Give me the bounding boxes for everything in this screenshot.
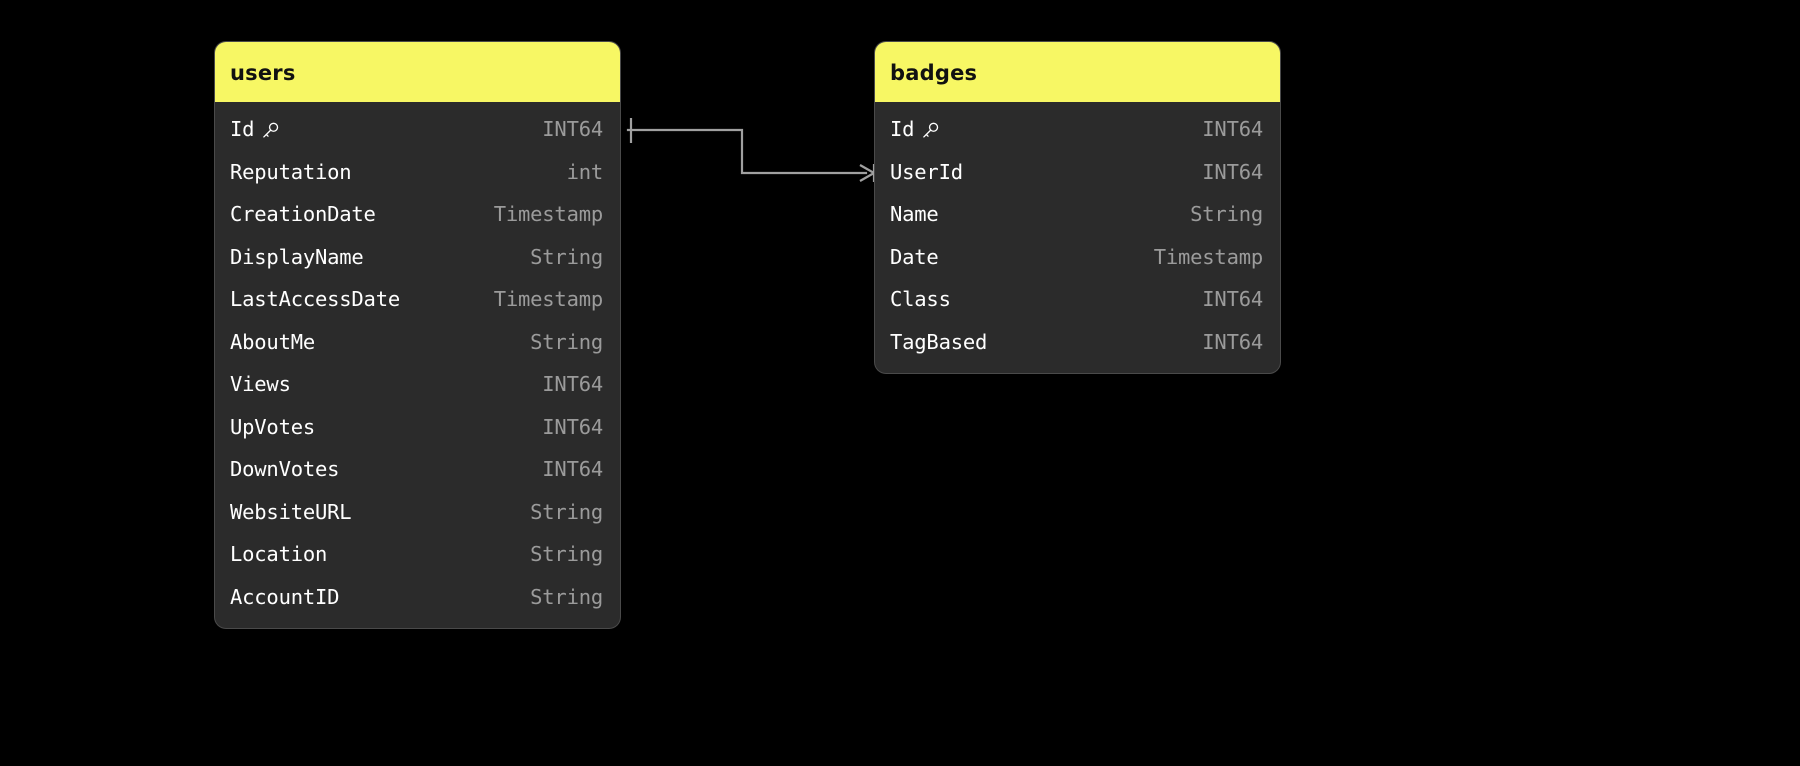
field-type: int [566, 159, 604, 184]
field-label: Class [890, 287, 951, 312]
table-row[interactable]: LastAccessDate Timestamp [215, 278, 620, 321]
er-table-title-users: users [215, 42, 620, 102]
field-name: Reputation [230, 159, 352, 184]
field-label: Location [230, 542, 328, 567]
field-type: INT64 [1202, 159, 1263, 184]
field-label: AboutMe [230, 329, 315, 354]
table-row[interactable]: CreationDate Timestamp [215, 193, 620, 236]
field-type: INT64 [1202, 329, 1263, 354]
field-name: Location [230, 542, 327, 566]
field-type: String [530, 542, 603, 567]
field-label: CreationDate [230, 202, 376, 227]
table-row[interactable]: UpVotes INT64 [215, 406, 620, 449]
field-type: INT64 [542, 457, 603, 482]
field-type: INT64 [542, 117, 603, 142]
field-name: DisplayName [230, 245, 364, 269]
er-table-title-badges: badges [875, 42, 1280, 102]
field-name: DownVotes [230, 457, 339, 481]
field-label: LastAccessDate [230, 287, 400, 312]
field-name: Class [890, 287, 951, 311]
field-label: UpVotes [230, 414, 315, 439]
table-row[interactable]: Id INT64 [215, 108, 620, 151]
field-label: TagBased [890, 329, 988, 354]
field-label: Reputation [230, 159, 352, 184]
field-label: Id [890, 117, 915, 142]
field-type: Timestamp [493, 202, 603, 227]
field-type: String [530, 584, 603, 609]
field-name: WebsiteURL [230, 499, 352, 524]
table-row[interactable]: WebsiteURL String [215, 491, 620, 534]
field-type: INT64 [542, 372, 603, 397]
field-name: UpVotes [230, 415, 315, 439]
table-row[interactable]: AboutMe String [215, 321, 620, 364]
field-name: Id [890, 117, 940, 141]
field-label: WebsiteURL [230, 499, 352, 524]
field-type: String [530, 244, 603, 269]
field-label: Name [890, 202, 939, 227]
relationship-users-id-to-badges-userid[interactable] [626, 118, 876, 182]
field-type: String [1190, 202, 1263, 227]
field-label: AccountID [230, 584, 340, 609]
table-row[interactable]: Date Timestamp [875, 236, 1280, 279]
table-row[interactable]: Class INT64 [875, 278, 1280, 321]
key-icon [921, 121, 940, 140]
field-name: LastAccessDate [230, 287, 400, 311]
table-row[interactable]: UserId INT64 [875, 151, 1280, 194]
field-name: AboutMe [230, 330, 315, 354]
field-name: AccountID [230, 585, 339, 609]
field-label: Id [230, 117, 255, 142]
table-row[interactable]: Id INT64 [875, 108, 1280, 151]
field-type: INT64 [1202, 287, 1263, 312]
field-label: DownVotes [230, 457, 340, 482]
field-type: INT64 [1202, 117, 1263, 142]
field-type: String [530, 499, 603, 524]
er-table-badges[interactable]: badges Id INT64 UserId INT64 Name Stri [875, 42, 1280, 373]
er-table-fields-badges: Id INT64 UserId INT64 Name String Da [875, 102, 1280, 373]
table-row[interactable]: Views INT64 [215, 363, 620, 406]
table-row[interactable]: DisplayName String [215, 236, 620, 279]
field-label: Date [890, 244, 939, 269]
field-name: TagBased [890, 330, 987, 354]
table-row[interactable]: Location String [215, 533, 620, 576]
table-row[interactable]: Reputation int [215, 151, 620, 194]
key-icon [261, 121, 280, 140]
field-type: String [530, 329, 603, 354]
field-name: CreationDate [230, 202, 376, 226]
field-type: Timestamp [493, 287, 603, 312]
field-type: INT64 [542, 414, 603, 439]
field-label: Views [230, 372, 291, 397]
table-row[interactable]: Name String [875, 193, 1280, 236]
field-name: Id [230, 117, 280, 141]
field-name: Name [890, 202, 939, 226]
field-name: Date [890, 245, 939, 269]
table-row[interactable]: TagBased INT64 [875, 321, 1280, 364]
field-label: DisplayName [230, 244, 364, 269]
table-row[interactable]: AccountID String [215, 576, 620, 619]
table-row[interactable]: DownVotes INT64 [215, 448, 620, 491]
er-table-users[interactable]: users Id INT64 Reputation int CreationDa… [215, 42, 620, 628]
field-label: UserId [890, 159, 963, 184]
er-table-fields-users: Id INT64 Reputation int CreationDate Tim… [215, 102, 620, 628]
field-type: Timestamp [1153, 244, 1263, 269]
field-name: Views [230, 372, 291, 396]
field-name: UserId [890, 160, 963, 184]
